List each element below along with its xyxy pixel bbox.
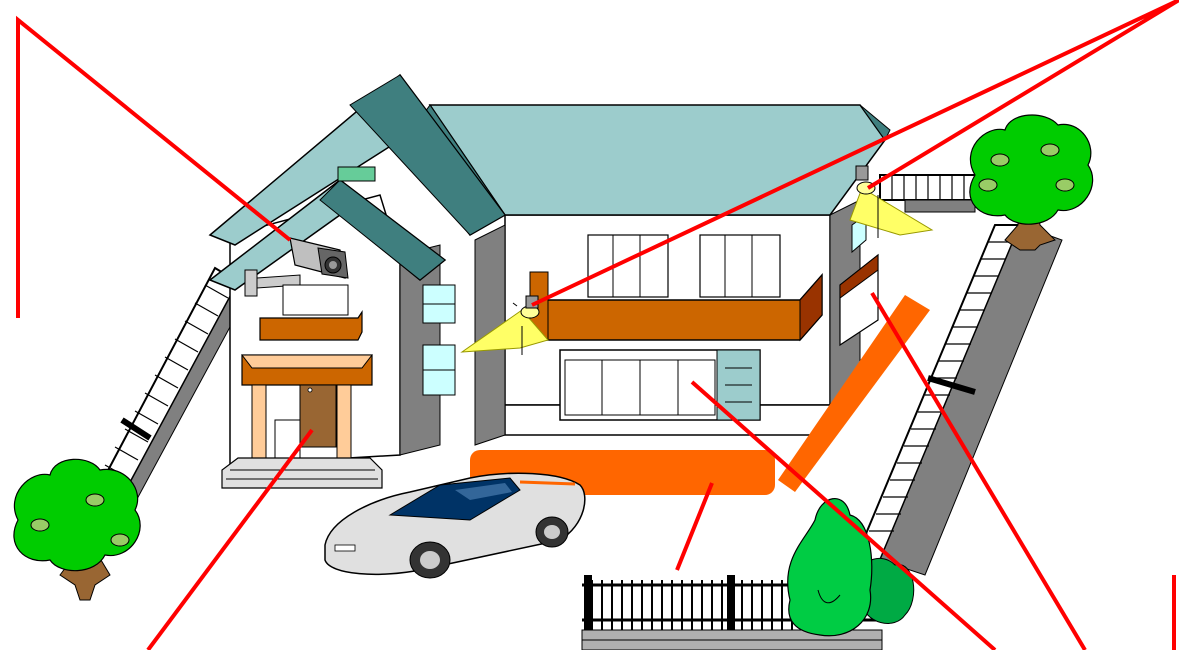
tree-icon (970, 115, 1093, 250)
right-perimeter-fence (855, 225, 1062, 575)
callout-line-driveway (677, 483, 712, 570)
house (210, 75, 890, 488)
back-fence (880, 175, 975, 212)
tree-icon (14, 459, 140, 600)
car-icon (325, 473, 585, 578)
